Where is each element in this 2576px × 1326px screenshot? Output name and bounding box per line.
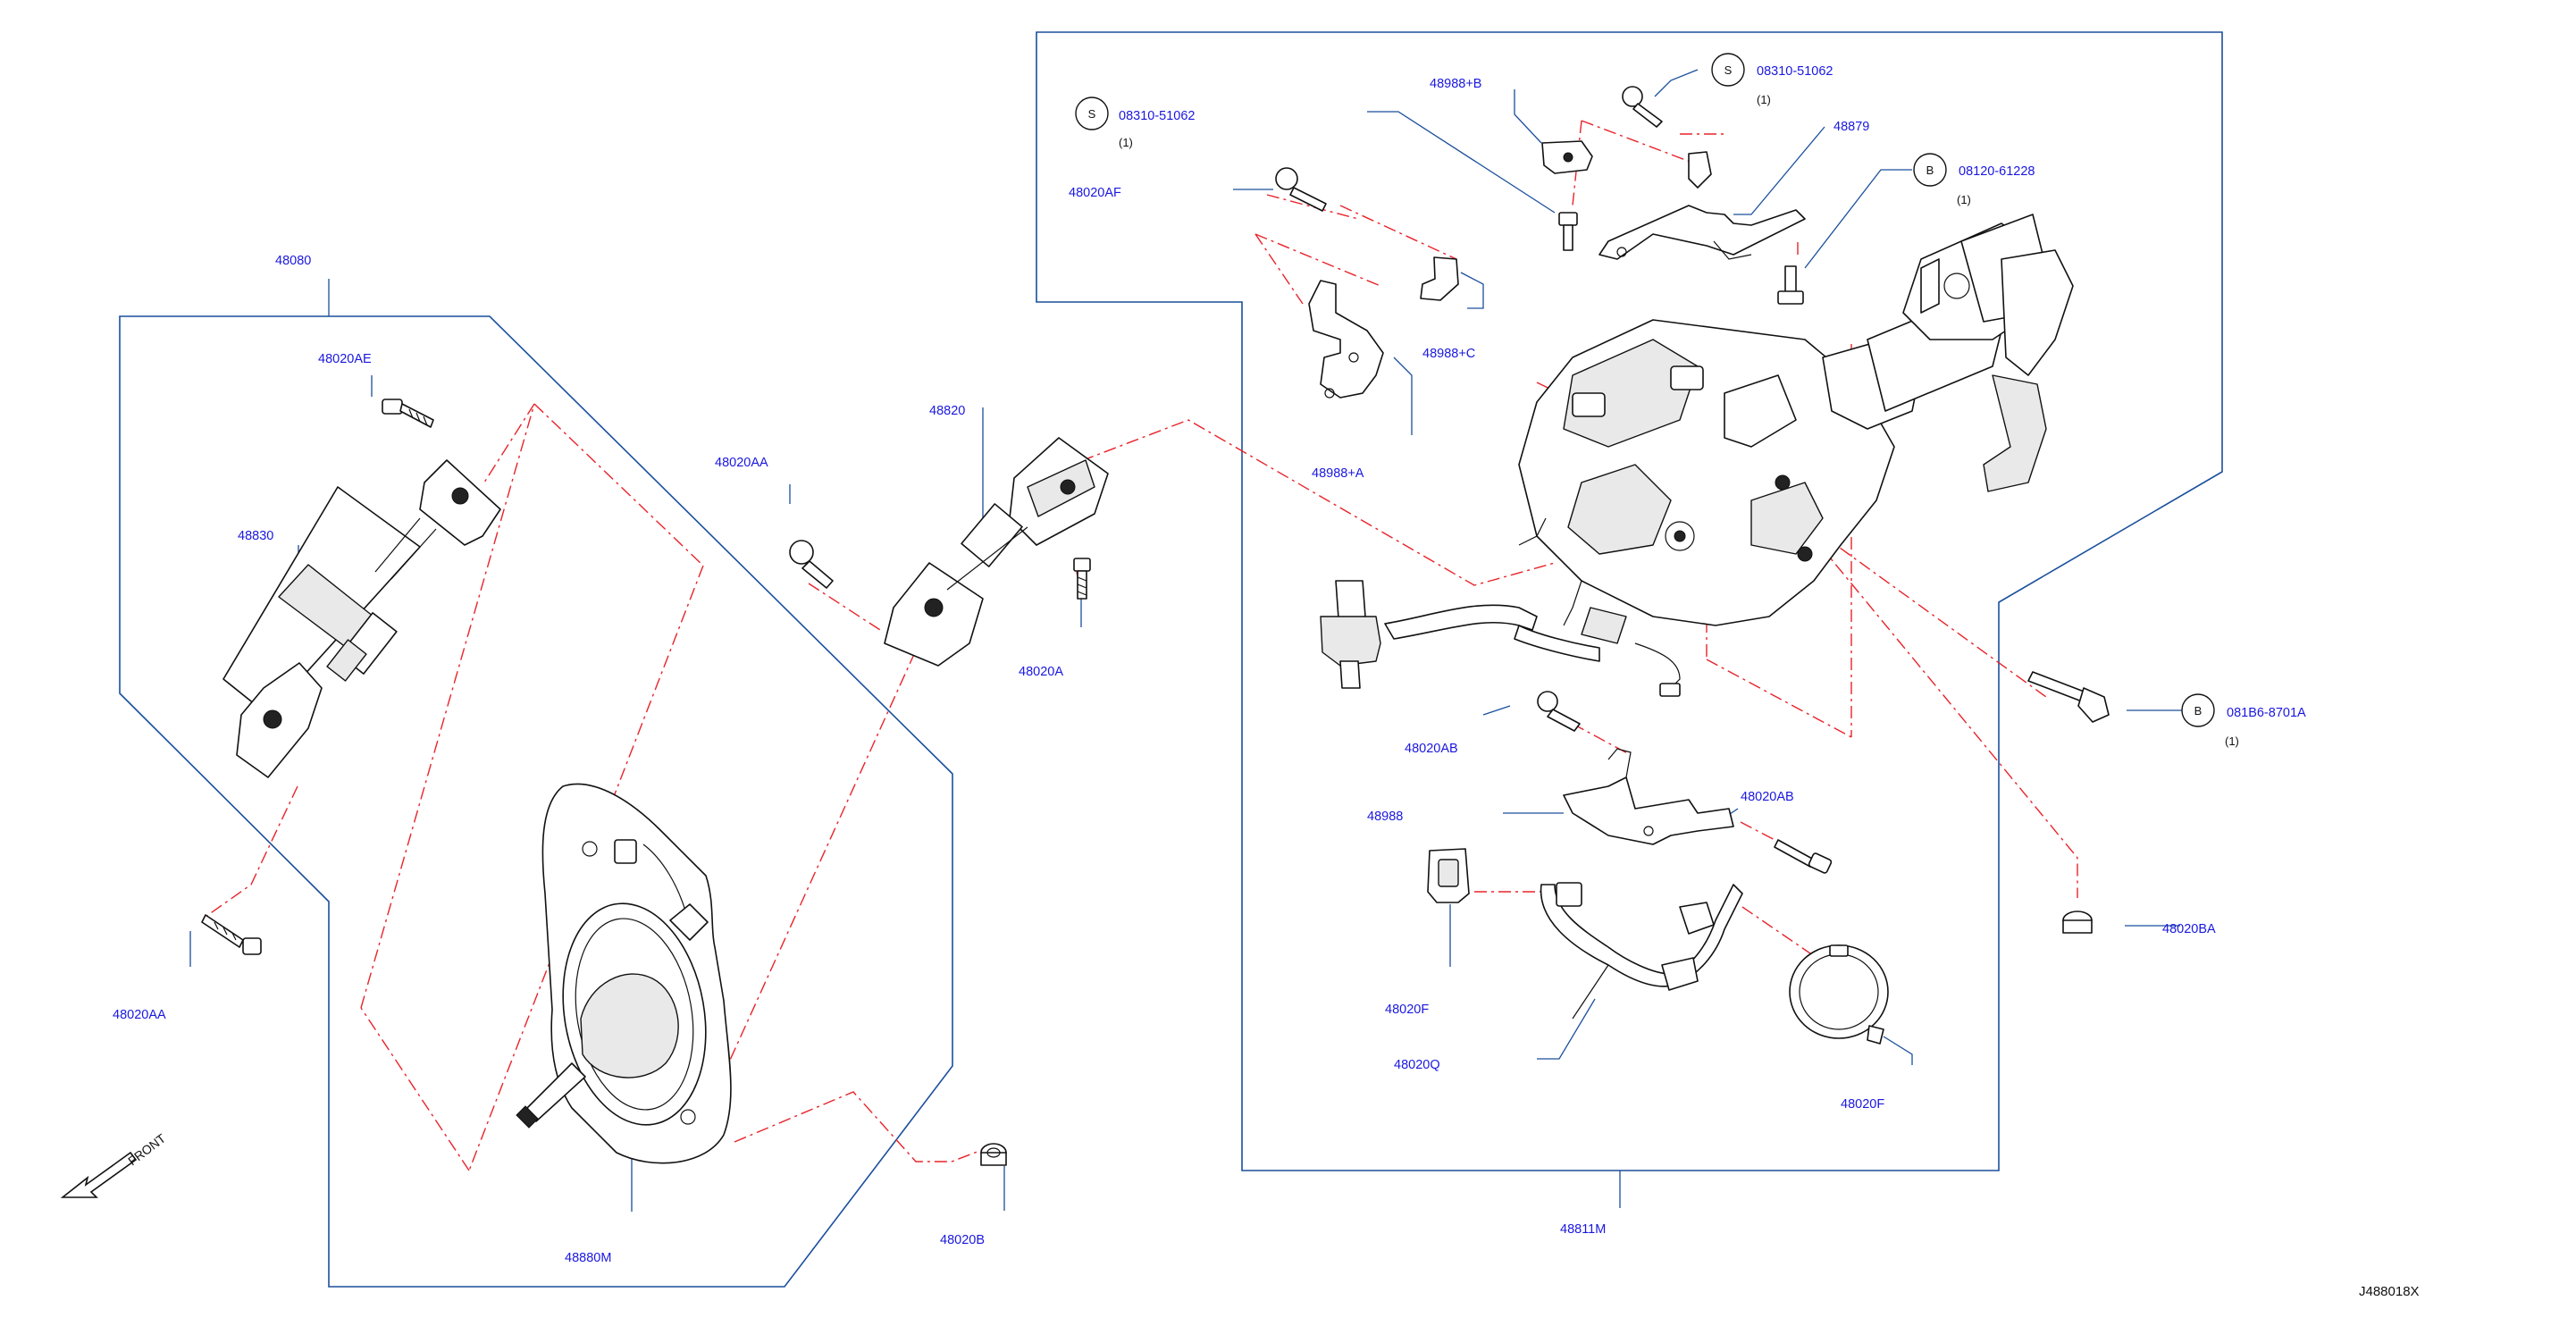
label-48988: 48988 <box>1367 810 1403 824</box>
shaft-48820 <box>884 437 1109 667</box>
bracket-48879 <box>1598 151 1806 260</box>
connector-48020F-left <box>1427 848 1470 903</box>
boot-48880M <box>516 783 732 1164</box>
svg-text:B: B <box>1926 164 1934 177</box>
fastener-code-s2: 08310-51062 <box>1757 64 1833 79</box>
label-48080: 48080 <box>275 254 311 268</box>
label-48020AA-left: 48020AA <box>113 1008 166 1022</box>
shaft-assembly-48830 <box>222 459 501 778</box>
bracket-48988A <box>1308 280 1384 399</box>
fastener-qty-b1: (1) <box>1957 193 1971 206</box>
bolt-48020AF <box>1275 167 1327 212</box>
label-48988A: 48988+A <box>1312 466 1364 481</box>
label-48880M: 48880M <box>565 1251 611 1265</box>
column-assembly-48811M <box>1518 214 2074 644</box>
front-label: FRONT <box>125 1130 168 1168</box>
label-48020B: 48020B <box>940 1233 985 1247</box>
fastener-code-b2: 081B6-8701A <box>2227 706 2306 720</box>
svg-text:S: S <box>1724 63 1733 77</box>
label-48020F-2: 48020F <box>1841 1097 1884 1112</box>
bracket-48988C <box>1420 256 1459 301</box>
label-48020A: 48020A <box>1019 665 1063 679</box>
fastener-code-s1: 08310-51062 <box>1119 109 1195 123</box>
fastener-code-b1: 08120-61228 <box>1959 164 2035 179</box>
label-48988C: 48988+C <box>1422 347 1475 361</box>
bolt-48020AA-mid <box>789 540 834 589</box>
harness-48020F-right <box>1789 944 1889 1045</box>
bolt-48020A <box>1073 558 1091 600</box>
diagram-code: J488018X <box>2359 1284 2420 1299</box>
svg-text:S: S <box>1088 107 1096 121</box>
fastener-qty-s2: (1) <box>1757 93 1771 106</box>
bolt-48020AB-lower <box>1774 839 1833 874</box>
fastener-qty-s1: (1) <box>1119 136 1133 149</box>
label-48020AE: 48020AE <box>318 352 372 366</box>
leader-lines <box>189 69 2185 1212</box>
label-48020F-1: 48020F <box>1385 1003 1429 1017</box>
bolt-48020AA-left <box>201 914 262 955</box>
nut-48020BA <box>2062 911 2093 934</box>
label-48988B: 48988+B <box>1430 77 1481 91</box>
bracket-48988B <box>1541 140 1593 174</box>
bolt-B2 <box>2027 671 2110 723</box>
harness-48020Q <box>1540 882 1743 1020</box>
bolt-48020AB-upper <box>1537 691 1581 732</box>
label-48820: 48820 <box>929 404 965 418</box>
label-48020AF: 48020AF <box>1069 186 1121 200</box>
svg-text:B: B <box>2194 704 2203 718</box>
label-48020AB-2: 48020AB <box>1741 790 1794 804</box>
s-circle-icon: S <box>1711 53 1745 87</box>
s-circle-icon: S <box>1075 97 1109 130</box>
fastener-qty-b2: (1) <box>2225 734 2239 748</box>
bolt-S2 <box>1622 86 1663 128</box>
bolt-48020AE <box>382 399 434 428</box>
label-48879: 48879 <box>1833 120 1869 134</box>
label-48020AB-1: 48020AB <box>1405 742 1458 756</box>
b-circle-icon: B <box>1913 153 1947 187</box>
front-arrow-icon <box>60 1151 138 1198</box>
group-box-48080 <box>119 315 953 1288</box>
bolt-S1 <box>1558 212 1578 251</box>
label-48020AA-mid: 48020AA <box>715 456 768 470</box>
group-box-48811M <box>1036 31 2223 1171</box>
label-48020BA: 48020BA <box>2162 922 2216 936</box>
bolt-B1 <box>1777 265 1804 305</box>
bracket-48988 <box>1563 748 1734 845</box>
harness-48811M <box>1320 580 1681 697</box>
b-circle-icon: B <box>2181 693 2215 727</box>
label-48830: 48830 <box>238 529 273 543</box>
nut-48020B <box>980 1143 1007 1166</box>
label-48020Q: 48020Q <box>1394 1058 1440 1072</box>
label-48811M: 48811M <box>1560 1222 1606 1237</box>
